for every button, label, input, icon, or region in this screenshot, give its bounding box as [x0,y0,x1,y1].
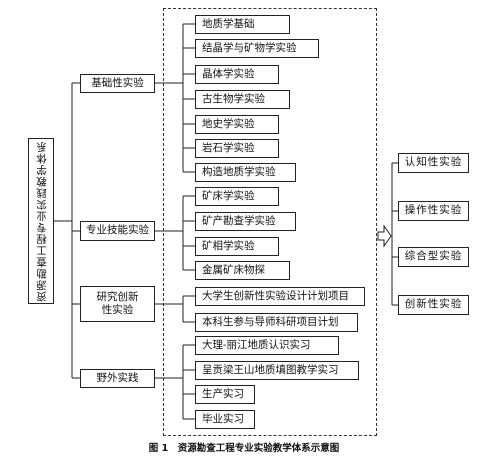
item-box: 呈贡梁王山地质填图教学实习 [195,361,359,380]
item-label: 呈贡梁王山地质填图教学实习 [202,363,339,376]
category-basic: 基础性实验 [80,74,155,93]
item-box: 金属矿床物探 [195,261,290,280]
item-box: 古生物学实验 [195,90,290,109]
outcome-label: 综合型实验 [404,250,463,263]
outcome-label: 操作性实验 [404,204,463,217]
outcome-label: 创新性实验 [404,298,463,311]
item-label: 地质学基础 [202,17,255,30]
category-label: 基础性实验 [91,76,144,89]
item-box: 本科生参与导师科研项目计划 [195,313,358,332]
category-skill: 专业技能实验 [80,221,155,241]
item-label: 矿产勘查学实验 [202,214,276,227]
item-label: 大理-丽江地质认识实习 [202,338,311,351]
item-label: 矿床学实验 [202,189,255,202]
outcome-box: 综合型实验 [398,247,469,267]
root-label: 资源勘查工程专业实践教学体系 [35,140,48,302]
arrow-icon [377,224,392,248]
category-field: 野外实践 [80,369,155,388]
item-label: 岩石学实验 [202,141,255,154]
root-node: 资源勘查工程专业实践教学体系 [28,138,54,304]
outcome-box: 认知性实验 [398,153,469,173]
category-label: 专业技能实验 [86,224,149,237]
item-box: 地史学实验 [195,115,279,134]
item-label: 矿相学实验 [202,239,255,252]
item-box: 生产实习 [195,385,255,404]
item-box: 地质学基础 [195,15,290,34]
item-label: 生产实习 [202,387,244,400]
item-box: 矿产勘查学实验 [195,212,296,231]
item-box: 矿相学实验 [195,237,279,256]
item-label: 晶体学实验 [202,67,255,80]
outcome-box: 操作性实验 [398,201,469,221]
item-label: 结晶学与矿物学实验 [202,41,297,54]
outcome-box: 创新性实验 [398,295,469,315]
category-label: 野外实践 [96,371,139,384]
item-box: 岩石学实验 [195,139,279,158]
item-label: 金属矿床物探 [202,263,265,276]
item-label: 古生物学实验 [202,92,265,105]
item-label: 毕业实习 [202,412,244,425]
item-label: 构造地质学实验 [202,165,276,178]
outcome-label: 认知性实验 [404,156,463,169]
item-box: 结晶学与矿物学实验 [195,39,319,58]
item-box: 大学生创新性实验设计计划项目 [195,287,365,306]
item-box: 大理-丽江地质认识实习 [195,336,339,355]
item-box: 毕业实习 [195,410,255,429]
item-box: 晶体学实验 [195,65,279,84]
item-box: 构造地质学实验 [195,163,296,182]
experiment-items-frame [163,8,377,436]
category-label: 研究创新 性实验 [96,290,139,316]
category-research: 研究创新 性实验 [80,286,155,322]
item-box: 矿床学实验 [195,187,279,206]
item-label: 地史学实验 [202,117,255,130]
figure-caption: 图 1 资源勘查工程专业实验教学体系示意图 [148,443,340,454]
item-label: 大学生创新性实验设计计划项目 [202,289,349,302]
item-label: 本科生参与导师科研项目计划 [202,315,339,328]
